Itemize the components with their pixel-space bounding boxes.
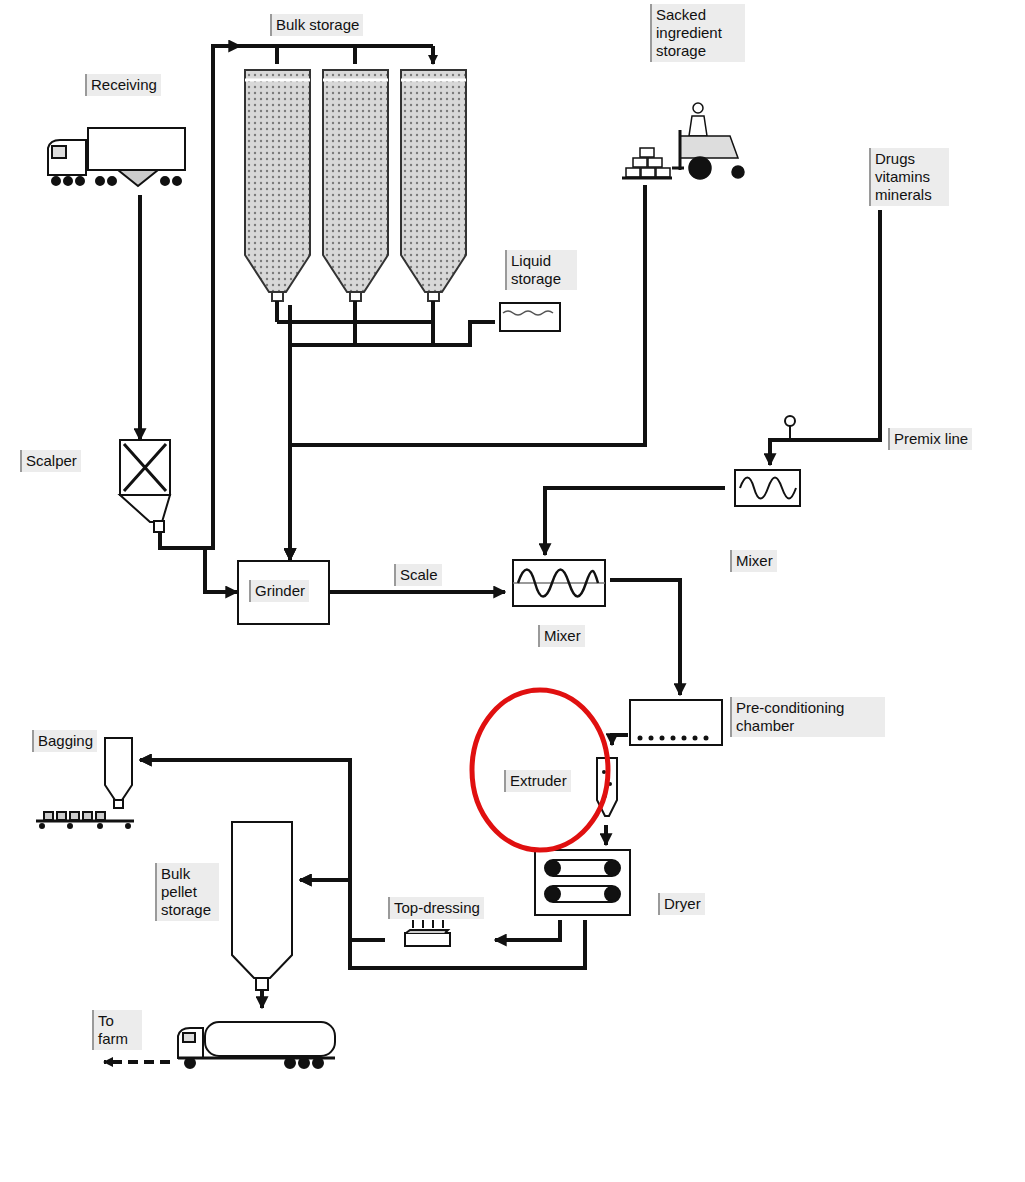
component-label: Scalper	[20, 450, 81, 472]
component-label: Receiving	[85, 74, 161, 96]
dashed-arrow	[104, 1060, 170, 1064]
component-label: Bagging	[32, 730, 97, 752]
flow-arrow	[138, 195, 142, 440]
liquid-storage: Liquid storage	[495, 250, 580, 335]
component-label: Dryer	[658, 893, 705, 915]
top-dressing: Top-dressing	[385, 895, 495, 950]
component-label: Mixer	[730, 550, 777, 572]
pellet-storage: Bulk pellet storage	[152, 815, 300, 990]
line-label: Premix line	[888, 428, 972, 450]
preconditioner: Pre-conditioning chamber	[628, 695, 890, 752]
highlight-ellipse	[472, 690, 608, 850]
receiving-station: Receiving	[40, 70, 190, 195]
edge-label: Scale	[394, 564, 442, 586]
flow-arrow	[260, 990, 264, 1008]
premix-mixer: Mixer	[725, 465, 810, 580]
silo-feed-lines	[240, 46, 433, 345]
flow-arrow	[604, 825, 608, 845]
top-dressing-unit	[405, 920, 450, 946]
bulk-silos	[245, 70, 466, 301]
flow-arrow	[300, 880, 585, 968]
flow-arrow	[160, 46, 240, 548]
preconditioner	[630, 700, 722, 745]
flow-arrow	[300, 880, 385, 940]
extruder: Extruder	[498, 745, 620, 825]
component-label: Drugs vitamins minerals	[869, 148, 949, 206]
main-mixer: Mixer	[505, 555, 610, 652]
grinder-box: Grinder	[237, 560, 330, 625]
component-label: Top-dressing	[388, 897, 484, 919]
flow-arrow	[612, 735, 628, 745]
flow-arrow	[160, 532, 237, 592]
component-label: Pre-conditioning chamber	[730, 697, 885, 737]
receiving-truck	[48, 128, 185, 186]
flow-arrow	[140, 760, 585, 968]
component-label: Extruder	[504, 770, 571, 792]
flow-arrow	[610, 580, 680, 695]
sacked-storage: Sacked ingredient storage	[620, 4, 748, 185]
bulk-storage: Bulk storage	[240, 12, 470, 305]
component-label: Bulk storage	[270, 14, 363, 36]
pellet-silo	[232, 822, 292, 990]
dryer: Dryer	[530, 845, 710, 920]
flow-arrow	[545, 488, 725, 555]
component-label: Liquid storage	[505, 250, 577, 290]
flow-arrow	[330, 590, 505, 594]
premix-source: Drugs vitamins minerals	[865, 148, 952, 210]
component-label: Grinder	[249, 580, 309, 602]
flow-arrow	[290, 185, 645, 560]
bagging: Bagging	[30, 725, 140, 830]
component-label: Bulk pellet storage	[155, 863, 219, 921]
flow-arrow	[495, 920, 560, 940]
premix-mixer	[735, 416, 800, 506]
delivery-truck	[178, 1022, 335, 1068]
to-farm: To farm	[88, 1008, 338, 1075]
component-label: Sacked ingredient storage	[650, 4, 745, 62]
liquid-tank	[500, 303, 560, 331]
component-label: Mixer	[538, 625, 585, 647]
component-label: To farm	[92, 1010, 142, 1050]
sacks-and-forklift	[622, 103, 744, 179]
scalper-screen	[120, 440, 170, 532]
flow-arrow	[770, 210, 880, 465]
main-mixer	[513, 560, 605, 606]
dryer-unit	[535, 850, 630, 915]
scalper: Scalper	[18, 440, 175, 532]
flow-arrow	[290, 322, 495, 560]
